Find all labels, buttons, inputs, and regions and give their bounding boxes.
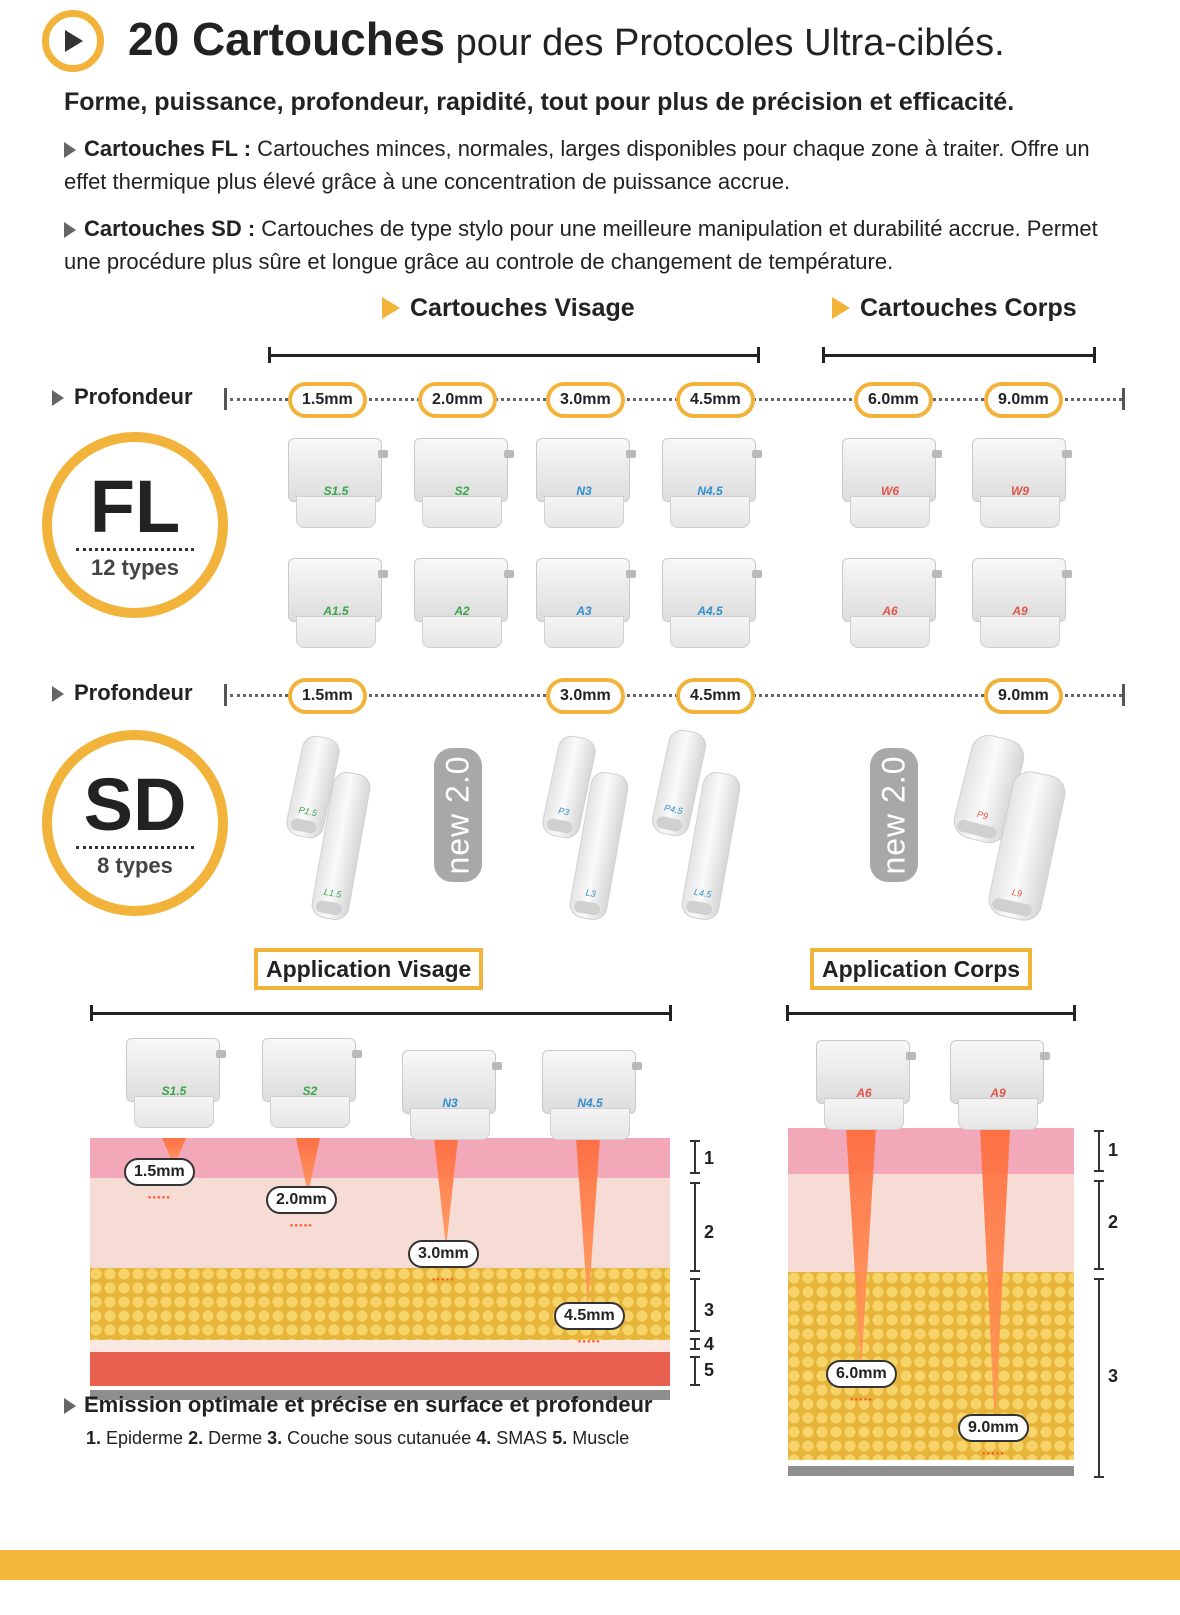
epidermis-layer: [788, 1128, 1074, 1174]
arrow-icon: [382, 297, 400, 319]
fl-cartridge: W9: [966, 432, 1074, 536]
layer-scale: [690, 1356, 700, 1386]
layer-scale: [690, 1182, 700, 1272]
sd-type-badge: SD 8 types: [42, 730, 228, 916]
profondeur-label-fl: Profondeur: [52, 384, 193, 410]
depth-marker: 1.5mm: [124, 1158, 195, 1186]
layer-scale: [690, 1338, 700, 1350]
depth-pill: 9.0mm: [984, 678, 1063, 714]
application-cartridge: A6: [810, 1034, 918, 1138]
base-bar: [90, 1390, 670, 1400]
application-visage-title: Application Visage: [254, 948, 484, 990]
fl-cartridge: W6: [836, 432, 944, 536]
depth-marker: 3.0mm: [408, 1240, 479, 1268]
bottom-accent-band: [0, 1550, 1180, 1580]
depth-pill: 4.5mm: [676, 678, 755, 714]
fl-cartridge: A1.5: [282, 552, 390, 656]
section-corps: Cartouches Corps: [832, 294, 1077, 323]
fl-description: Cartouches FL : Cartouches minces, norma…: [64, 136, 1090, 194]
skin-cross-section-visage: [90, 1138, 670, 1386]
page-title: 20 Cartouches pour des Protocoles Ultra-…: [128, 13, 1005, 65]
fl-cartridge: S2: [408, 432, 516, 536]
layer-number: 2: [1108, 1212, 1119, 1232]
new-version-tag: new 2.0: [434, 748, 482, 882]
depth-pill: 1.5mm: [288, 678, 367, 714]
fl-cartridge: A3: [530, 552, 638, 656]
section-visage: Cartouches Visage: [382, 294, 635, 323]
bullet-icon: [64, 222, 76, 239]
emission-note: Emission optimale et précise en surface …: [64, 1392, 653, 1418]
layer-scale: [1094, 1180, 1104, 1270]
depth-pill: 1.5mm: [288, 382, 367, 418]
layer-scale: [1094, 1278, 1104, 1478]
profondeur-label-sd: Profondeur: [52, 680, 193, 706]
play-icon: [42, 10, 104, 72]
fl-cartridge: A9: [966, 552, 1074, 656]
new-version-tag: new 2.0: [870, 748, 918, 882]
layer-number: 3: [704, 1300, 715, 1320]
depth-scale-start: [224, 684, 227, 706]
dermis-layer: [90, 1178, 670, 1268]
fl-type-badge: FL 12 types: [42, 432, 228, 618]
application-corps-title: Application Corps: [810, 948, 1033, 990]
depth-pill: 3.0mm: [546, 678, 625, 714]
sd-code: SD: [83, 763, 187, 846]
depth-marker: 2.0mm: [266, 1186, 337, 1214]
application-cartridge: S2: [256, 1032, 364, 1136]
bullet-icon: [52, 390, 64, 407]
depth-pill: 6.0mm: [854, 382, 933, 418]
corps-bracket: [822, 347, 1096, 363]
muscle-layer: [90, 1352, 670, 1386]
fl-cartridge: N4.5: [656, 432, 764, 536]
badge-divider: [76, 846, 194, 849]
layer-number: 1: [1108, 1140, 1119, 1160]
depth-marker: 6.0mm: [826, 1360, 897, 1388]
depth-scale-end: [1122, 388, 1125, 410]
application-visage-bracket: [90, 1005, 672, 1021]
fl-cartridge: A4.5: [656, 552, 764, 656]
fl-code: FL: [89, 465, 181, 548]
depth-pill: 2.0mm: [418, 382, 497, 418]
depth-marker: 4.5mm: [554, 1302, 625, 1330]
fl-cartridge: N3: [530, 432, 638, 536]
depth-scale-start: [224, 388, 227, 410]
depth-pill: 9.0mm: [984, 382, 1063, 418]
layer-number: 2: [704, 1222, 715, 1242]
layer-scale: [1094, 1130, 1104, 1172]
layer-scale: [690, 1278, 700, 1332]
dermis-layer: [788, 1174, 1074, 1272]
arrow-icon: [832, 297, 850, 319]
application-cartridge: S1.5: [120, 1032, 228, 1136]
fl-cartridge: S1.5: [282, 432, 390, 536]
fl-cartridge: A2: [408, 552, 516, 656]
skin-cross-section-corps: [788, 1128, 1074, 1460]
application-corps-bracket: [786, 1005, 1076, 1021]
fl-cartridge: A6: [836, 552, 944, 656]
layer-scale: [690, 1140, 700, 1174]
bullet-icon: [52, 686, 64, 703]
sd-types-count: 8 types: [97, 853, 173, 878]
bullet-icon: [64, 1398, 76, 1415]
layer-number: 4: [704, 1334, 715, 1354]
layer-number: 1: [704, 1148, 715, 1168]
bullet-icon: [64, 142, 76, 159]
visage-bracket: [268, 347, 760, 363]
sd-description: Cartouches SD : Cartouches de type stylo…: [64, 216, 1098, 274]
smas-layer: [90, 1340, 670, 1352]
depth-scale-end: [1122, 684, 1125, 706]
layer-number: 3: [1108, 1366, 1119, 1386]
page-subtitle: Forme, puissance, profondeur, rapidité, …: [64, 88, 1015, 116]
application-cartridge: N4.5: [536, 1044, 644, 1148]
layer-legend: 1. Epiderme 2. Derme 3. Couche sous cuta…: [86, 1428, 630, 1448]
depth-marker: 9.0mm: [958, 1414, 1029, 1442]
layer-number: 5: [704, 1360, 715, 1380]
fl-types-count: 12 types: [90, 555, 180, 580]
application-cartridge: A9: [944, 1034, 1052, 1138]
base-bar: [788, 1466, 1074, 1476]
depth-pill: 4.5mm: [676, 382, 755, 418]
badge-divider: [76, 548, 194, 551]
application-cartridge: N3: [396, 1044, 504, 1148]
depth-pill: 3.0mm: [546, 382, 625, 418]
